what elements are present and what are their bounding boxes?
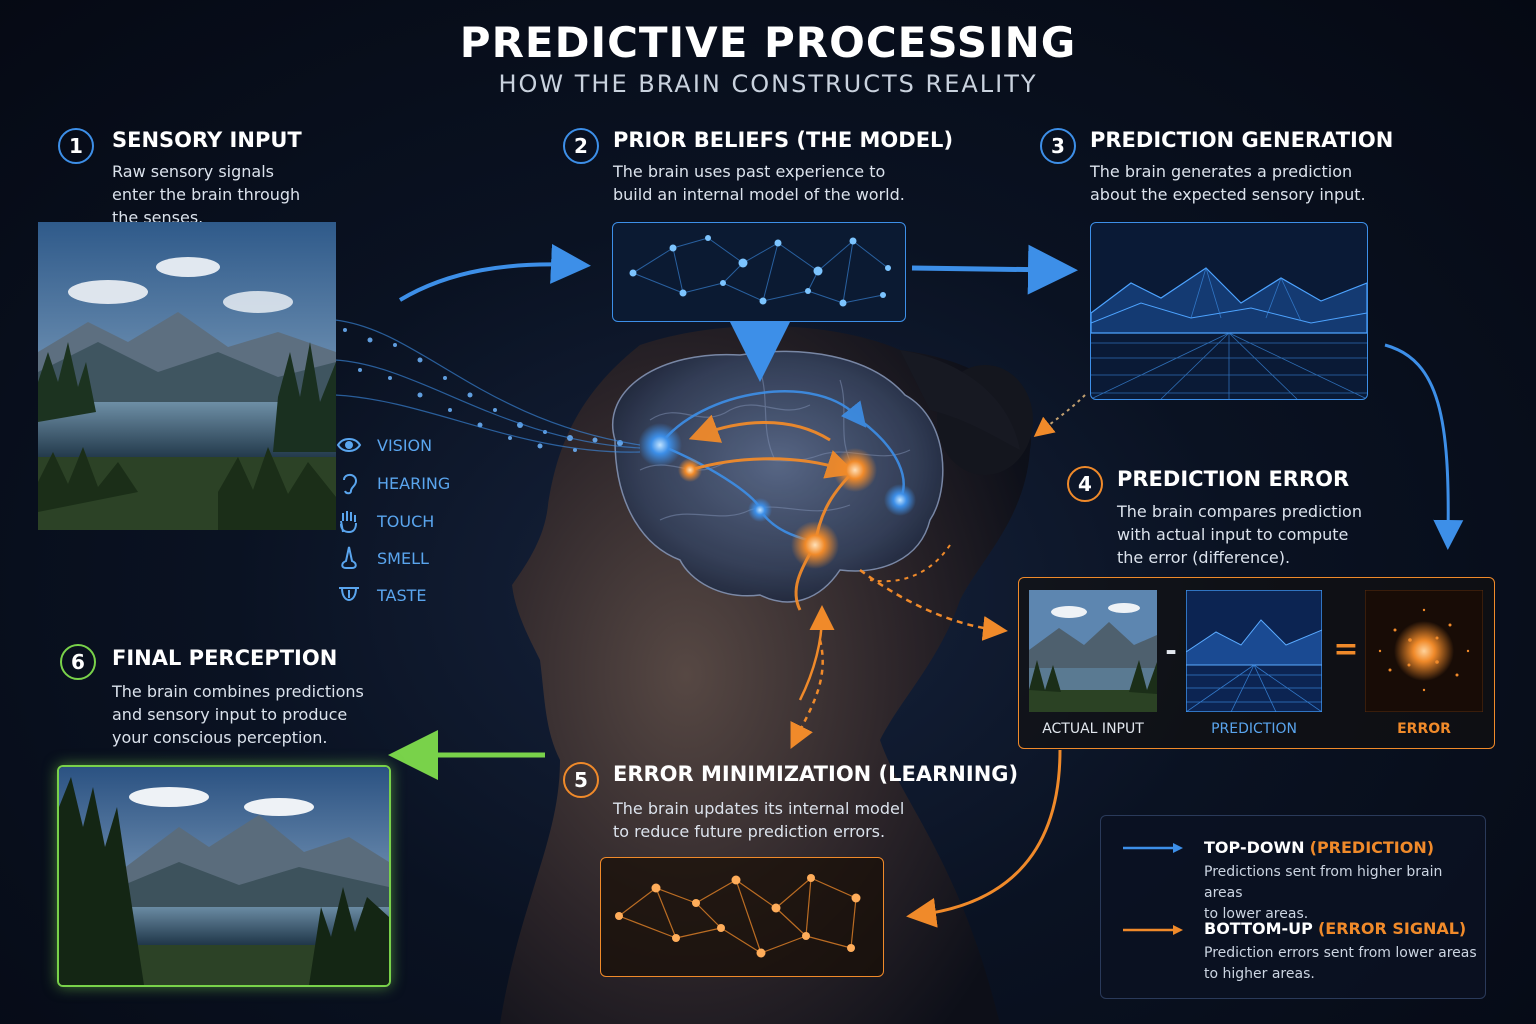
hand-icon — [340, 511, 357, 534]
prediction-thumbnail — [1186, 590, 1322, 712]
top-down-title: TOP-DOWN (PREDICTION) — [1204, 838, 1435, 857]
comparison-panel: ACTUAL INPUT - PREDICTION = ERROR — [1018, 577, 1495, 749]
step-6-number: 6 — [60, 644, 96, 680]
step-2-title: PRIOR BELIEFS (THE MODEL) — [613, 128, 954, 152]
top-down-description: Predictions sent from higher brain areas… — [1204, 864, 1443, 922]
nose-icon — [341, 546, 357, 569]
arrow-to-prior — [398, 243, 591, 302]
top-down-arrow-icon — [1123, 843, 1183, 853]
tongue-icon — [339, 587, 359, 601]
arrow-to-prediction — [911, 244, 1078, 295]
step-3-number: 3 — [1040, 128, 1076, 164]
eye-icon — [336, 438, 362, 452]
arrow-brain-to-comparison — [859, 568, 1008, 641]
error-thumbnail — [1365, 590, 1483, 712]
minus-sign: - — [1165, 634, 1177, 667]
page-title: PREDICTIVE PROCESSING — [459, 18, 1077, 67]
actual-input-label: ACTUAL INPUT — [1042, 721, 1144, 737]
arrow-prediction-to-comparison — [1384, 343, 1464, 550]
step-4-title: PREDICTION ERROR — [1117, 467, 1350, 491]
step-3-title: PREDICTION GENERATION — [1090, 128, 1394, 152]
bottom-up-title: BOTTOM-UP (ERROR SIGNAL) — [1204, 919, 1467, 938]
ear-icon — [343, 473, 358, 495]
step-6-title: FINAL PERCEPTION — [112, 646, 338, 670]
step-2-number: 2 — [563, 128, 599, 164]
legend: TOP-DOWN (PREDICTION) Predictions sent f… — [1100, 815, 1486, 999]
actual-input-thumbnail — [1029, 590, 1157, 712]
step-5-title: ERROR MINIMIZATION (LEARNING) — [613, 762, 1019, 786]
predicted-wireframe-landscape — [1090, 222, 1368, 400]
updated-model-network — [600, 857, 884, 977]
equals-sign: = — [1333, 632, 1359, 667]
error-label: ERROR — [1397, 721, 1451, 737]
arrow-error-to-learning — [906, 749, 1062, 928]
page-subtitle: HOW THE BRAIN CONSTRUCTS REALITY — [498, 70, 1038, 98]
step-1-title: SENSORY INPUT — [112, 128, 302, 152]
step-1-number: 1 — [58, 128, 94, 164]
internal-model-network — [612, 222, 906, 322]
final-perception-image — [57, 765, 391, 987]
prediction-label: PREDICTION — [1211, 721, 1297, 737]
bottom-up-arrow-icon — [1123, 925, 1183, 935]
step-4-number: 4 — [1067, 466, 1103, 502]
step-5-number: 5 — [563, 762, 599, 798]
sensory-landscape-image — [38, 222, 336, 530]
